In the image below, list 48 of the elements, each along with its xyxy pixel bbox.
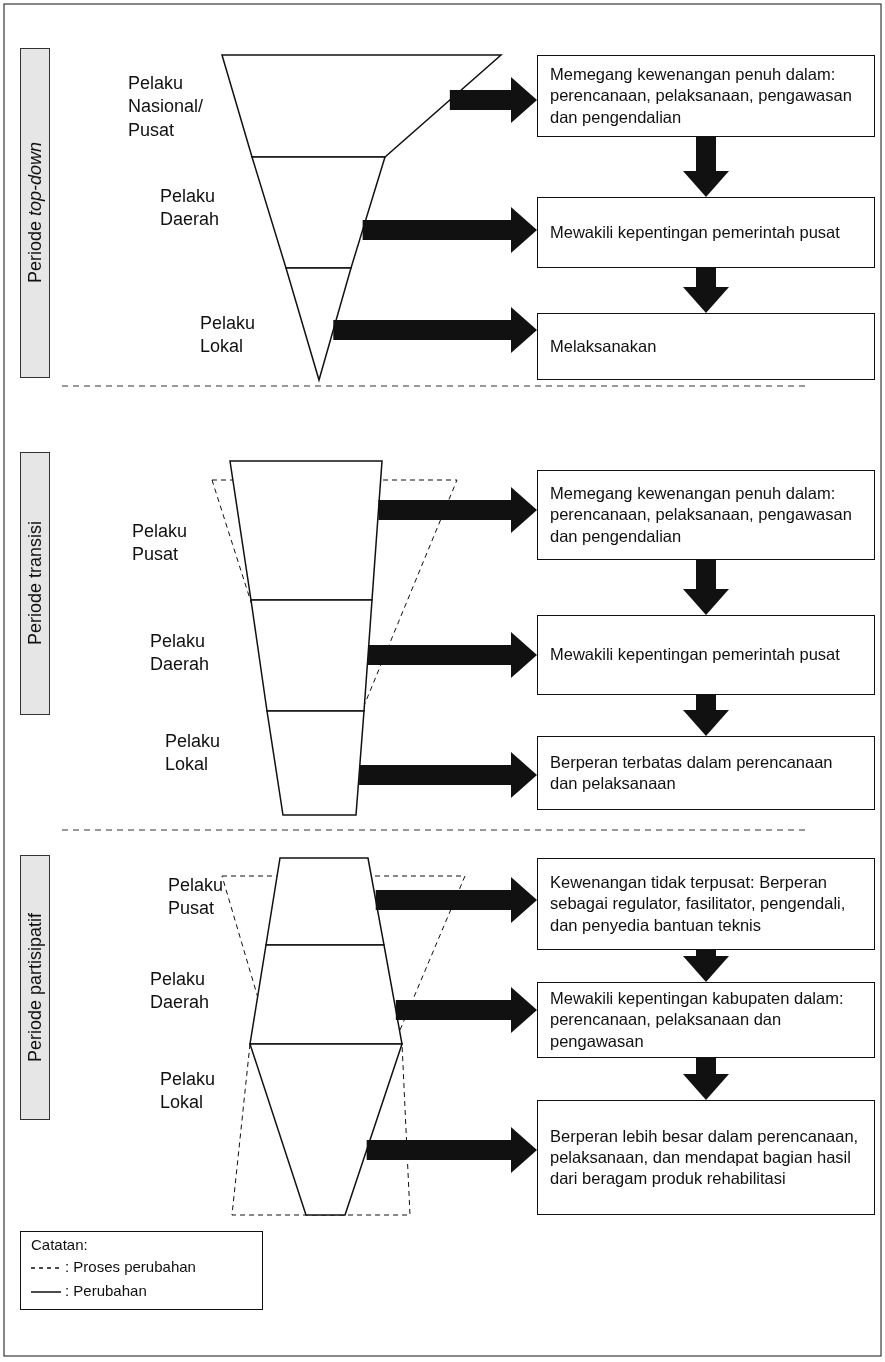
funnel-segment	[266, 710, 365, 816]
block-arrow	[375, 877, 537, 923]
funnel-segment	[221, 54, 503, 158]
block-arrow	[333, 307, 537, 353]
actor-label: Pelaku Lokal	[165, 730, 222, 777]
description-box: Memegang kewenangan penuh dalam: perencanaan, pelaksanaan, pengawasan dan pengendalian	[537, 470, 875, 560]
block-arrow	[366, 1127, 537, 1173]
actor-label: Pelaku Pusat	[132, 520, 189, 567]
actor-label: Pelaku Pusat	[168, 874, 225, 921]
block-arrow	[683, 1058, 729, 1100]
block-arrow	[368, 632, 537, 678]
block-arrow	[683, 560, 729, 615]
period-label: Periode transisi	[20, 452, 50, 715]
legend-title: Catatan:	[31, 1236, 88, 1253]
description-box: Mewakili kepentingan pemerintah pusat	[537, 615, 875, 695]
actor-label: Pelaku Daerah	[150, 630, 211, 677]
block-arrow	[395, 987, 537, 1033]
legend-text: : Proses perubahan	[65, 1258, 196, 1275]
description-box: Mewakili kepentingan kabupaten dalam: perencanaan, pelaksanaan dan pengawasan	[537, 982, 875, 1058]
funnel-segment	[229, 460, 383, 601]
block-arrow	[378, 487, 537, 533]
legend-text: : Perubahan	[65, 1282, 147, 1299]
description-box: Melaksanakan	[537, 313, 875, 380]
description-box: Berperan terbatas dalam perencanaan dan pelaksanaan	[537, 736, 875, 810]
funnel-segment	[249, 944, 403, 1045]
period-label: Periode partisipatif	[20, 855, 50, 1120]
block-arrow	[362, 207, 537, 253]
block-arrow	[683, 268, 729, 313]
funnel-segment	[251, 156, 386, 269]
funnel-segment	[265, 857, 385, 946]
actor-label: Pelaku Daerah	[160, 185, 221, 232]
block-arrow	[683, 950, 729, 982]
description-box: Berperan lebih besar dalam perencanaan, pelaksanaan, dan mendapat bagian hasil dari beragam produk rehabilitasi	[537, 1100, 875, 1215]
actor-label: Pelaku Lokal	[200, 312, 257, 359]
funnel-segment	[248, 1043, 404, 1216]
actor-label: Pelaku Lokal	[160, 1068, 217, 1115]
actor-label: Pelaku Daerah	[150, 968, 211, 1015]
description-box: Kewenangan tidak terpusat: Berperan sebagai regulator, fasilitator, pengendali, dan penyedia bantuan teknis	[537, 858, 875, 950]
block-arrow	[683, 137, 729, 197]
block-arrow	[449, 77, 537, 123]
description-box: Memegang kewenangan penuh dalam: perencanaan, pelaksanaan, pengawasan dan pengendalian	[537, 55, 875, 137]
description-box: Mewakili kepentingan pemerintah pusat	[537, 197, 875, 268]
block-arrow	[359, 752, 537, 798]
actor-label: Pelaku Nasional/ Pusat	[128, 72, 205, 142]
period-label: Periode top-down	[20, 48, 50, 378]
block-arrow	[683, 695, 729, 736]
funnel-segment	[250, 599, 373, 712]
funnel-segment	[285, 267, 352, 383]
